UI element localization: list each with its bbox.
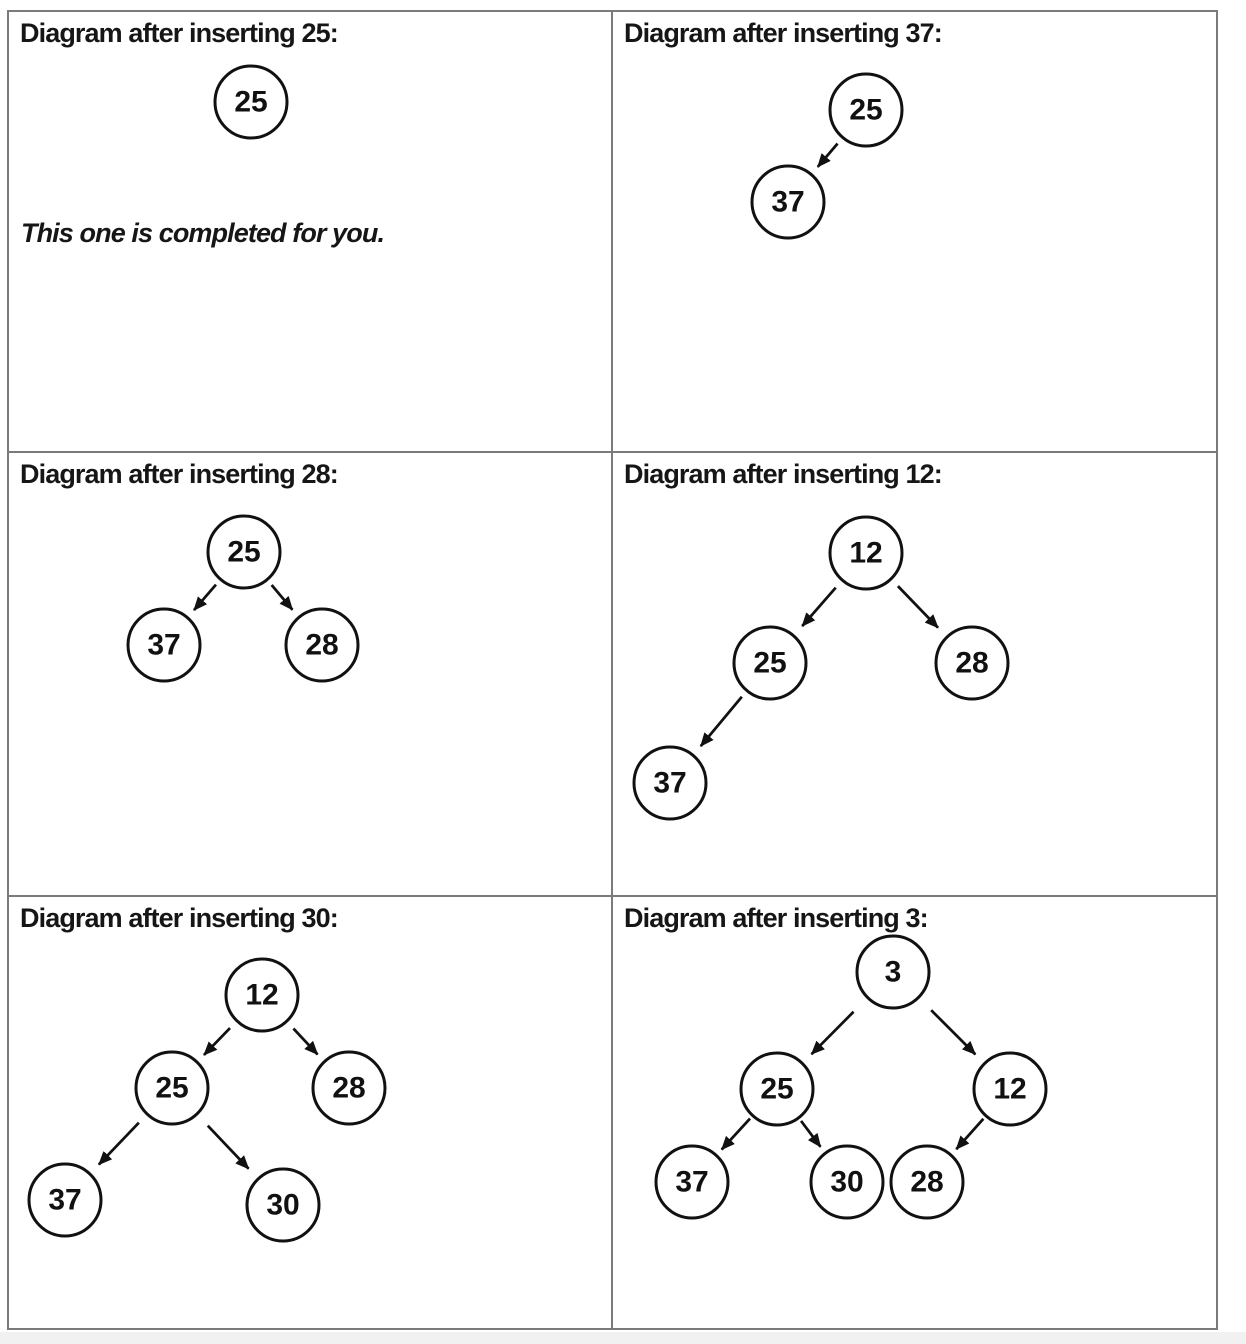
completed-note: This one is completed for you.: [21, 218, 385, 248]
tree-node-circle: [889, 1144, 965, 1220]
tree-edge-arrow: [699, 695, 743, 748]
tree-node-value: 12: [245, 979, 278, 1012]
tree-node-value: 28: [910, 1166, 943, 1199]
tree-edge-arrow: [801, 586, 837, 627]
tree-node-circle: [206, 514, 282, 590]
tree-edge-arrow: [896, 585, 939, 629]
tree-node-circle: [27, 1162, 103, 1238]
cell-title: Diagram after inserting 12:: [624, 459, 943, 489]
tree-edge-arrow: [292, 1027, 319, 1056]
tree-node-value: 37: [147, 629, 180, 662]
cell-insert-37: 25 37 Diagram after inserting 37:: [613, 12, 1216, 453]
tree-edge-arrow: [816, 142, 839, 168]
tree-node-circle: [213, 64, 289, 140]
cell-insert-30: 12 25 28 37 30 Diagram after inserting 30:: [9, 897, 613, 1328]
tree-node-circle: [732, 625, 808, 701]
tree-node-value: 25: [760, 1073, 793, 1106]
tree-node-value: 25: [849, 94, 882, 127]
tree-node-value: 12: [993, 1073, 1026, 1106]
tree-diagram-insert-30: 12 25 28 37 30: [27, 957, 387, 1243]
tree-node-value: 37: [771, 186, 804, 219]
tree-node-circle: [134, 1050, 210, 1126]
tree-node-value: 30: [266, 1189, 299, 1222]
tree-node-circle: [284, 607, 360, 683]
cell-insert-28: 25 37 28 Diagram after inserting 28:: [9, 453, 613, 897]
cell-insert-25: 25 Diagram after inserting 25: This one …: [9, 12, 613, 453]
tree-node-circle: [934, 625, 1010, 701]
cell-title: Diagram after inserting 37:: [624, 18, 943, 48]
tree-node-circle: [126, 607, 202, 683]
cell-insert-3: 3 25 12 37 30 28 Diagram after inserting 3:: [613, 897, 1216, 1328]
tree-node-value: 37: [48, 1184, 81, 1217]
tree-node-circle: [828, 515, 904, 591]
cell-title: Diagram after inserting 30:: [20, 903, 339, 933]
tree-edge-arrow: [192, 583, 218, 612]
tree-node-value: 28: [955, 647, 988, 680]
tree-node-value: 25: [753, 647, 786, 680]
tree-node-value: 30: [830, 1166, 863, 1199]
tree-edge-arrow: [97, 1121, 140, 1166]
tree-diagram-insert-25: 25: [213, 64, 289, 140]
tree-node-circle: [750, 164, 826, 240]
tree-diagram-insert-28: 25 37 28: [126, 514, 360, 683]
tree-edge-arrow: [206, 1124, 250, 1170]
tree-node-circle: [739, 1051, 815, 1127]
tree-diagram-insert-12: 12 25 28 37: [632, 515, 1010, 821]
tree-edge-arrow: [799, 1120, 822, 1148]
tree-diagram-insert-37: 25 37: [750, 72, 904, 240]
tree-node-value: 25: [227, 536, 260, 569]
cell-title: Diagram after inserting 3:: [624, 903, 929, 933]
tree-node-value: 37: [653, 767, 686, 800]
tree-node-value: 28: [305, 629, 338, 662]
tree-edge-arrow: [720, 1117, 752, 1151]
tree-node-circle: [809, 1144, 885, 1220]
cell-title: Diagram after inserting 28:: [20, 459, 339, 489]
cell-insert-12: 12 25 28 37 Diagram after inserting 12:: [613, 453, 1216, 897]
tree-node-value: 37: [675, 1166, 708, 1199]
tree-edge-arrow: [955, 1117, 985, 1151]
cell-title: Diagram after inserting 25:: [20, 18, 339, 48]
tree-diagram-insert-3: 3 25 12 37 30 28: [654, 934, 1048, 1220]
tree-node-circle: [855, 934, 931, 1010]
tree-node-value: 25: [234, 86, 267, 119]
diagram-table: 25 Diagram after inserting 25: This one …: [7, 10, 1218, 1330]
tree-node-circle: [245, 1167, 321, 1243]
tree-edge-arrow: [810, 1010, 855, 1056]
tree-node-circle: [654, 1144, 730, 1220]
tree-node-value: 28: [332, 1072, 365, 1105]
tree-node-value: 25: [155, 1072, 188, 1105]
tree-node-value: 12: [849, 537, 882, 570]
page-margin-strip: [0, 1332, 1246, 1344]
tree-node-circle: [224, 957, 300, 1033]
tree-node-value: 3: [885, 956, 902, 989]
tree-node-circle: [311, 1050, 387, 1126]
tree-node-circle: [632, 745, 708, 821]
tree-node-circle: [828, 72, 904, 148]
tree-edge-arrow: [270, 584, 294, 611]
tree-edge-arrow: [203, 1027, 231, 1056]
tree-node-circle: [972, 1051, 1048, 1127]
tree-edge-arrow: [930, 1009, 977, 1056]
